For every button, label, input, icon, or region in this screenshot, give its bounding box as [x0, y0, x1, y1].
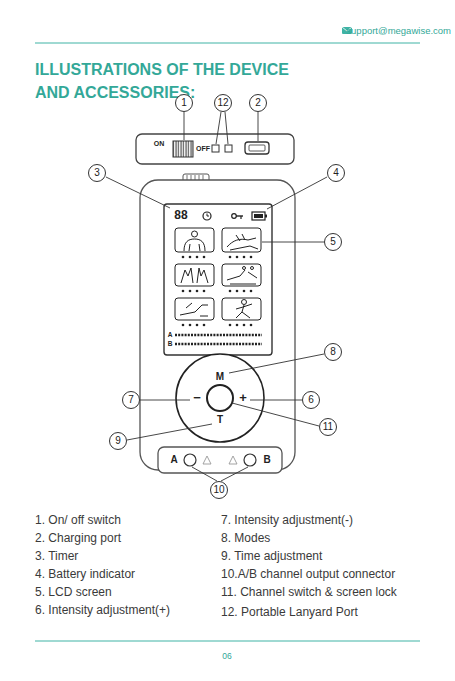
callout-number: 12	[214, 94, 232, 112]
callout-number: 6	[302, 391, 320, 409]
connector-letter: B	[263, 454, 270, 466]
legend-item: 12. Portable Lanyard Port	[221, 606, 358, 620]
legend-item: 5. LCD screen	[35, 586, 112, 600]
callout-number: 5	[324, 233, 342, 251]
switch-label: OFF	[196, 145, 210, 153]
email: support@megawise.com	[346, 26, 451, 37]
callout-text: 9	[115, 436, 121, 446]
callout-number: 8	[324, 343, 342, 361]
callout-text: 2	[255, 98, 261, 108]
switch-label: ON	[154, 140, 165, 148]
legend-item: 11. Channel switch & screen lock	[221, 586, 397, 600]
button-label: −	[193, 391, 201, 406]
callout-text: 6	[308, 395, 314, 405]
callout-text: 11	[323, 422, 333, 432]
legend-item: 6. Intensity adjustment(+)	[35, 604, 170, 618]
callout-text: 10	[213, 485, 224, 495]
button-label: +	[239, 391, 247, 406]
legend-item: 8. Modes	[221, 532, 270, 546]
callout-text: 4	[333, 168, 339, 178]
callout-number: 9	[109, 432, 127, 450]
legend-item: 7. Intensity adjustment(-)	[221, 514, 353, 528]
callout-number: 11	[319, 418, 337, 436]
callout-number: 1	[175, 94, 193, 112]
callout-text: 8	[330, 347, 336, 357]
channel-letter: A	[168, 331, 173, 338]
callout-number: 7	[122, 391, 140, 409]
legend-item: 3. Timer	[35, 550, 78, 564]
legend-item: 2. Charging port	[35, 532, 121, 546]
legend-item: 4. Battery indicator	[35, 568, 135, 582]
callout-text: 12	[217, 98, 228, 108]
legend-item: 9. Time adjustment	[221, 550, 322, 564]
callout-text: 5	[330, 237, 336, 247]
callout-number: 4	[327, 164, 345, 182]
callout-text: 7	[128, 395, 134, 405]
callout-number: 2	[249, 94, 267, 112]
legend-item: 1. On/ off switch	[35, 514, 121, 528]
callout-text: 1	[181, 98, 187, 108]
button-label: M	[216, 371, 224, 383]
callout-number: 10	[210, 481, 228, 499]
page-number: 06	[222, 652, 231, 662]
timer-digits: 88	[174, 209, 187, 223]
button-label: T	[217, 414, 223, 426]
callout-text: 3	[94, 168, 100, 178]
legend-item: 10.A/B channel output connector	[221, 568, 395, 582]
channel-letter: B	[168, 340, 173, 347]
callout-number: 3	[88, 164, 106, 182]
connector-letter: A	[170, 454, 177, 466]
